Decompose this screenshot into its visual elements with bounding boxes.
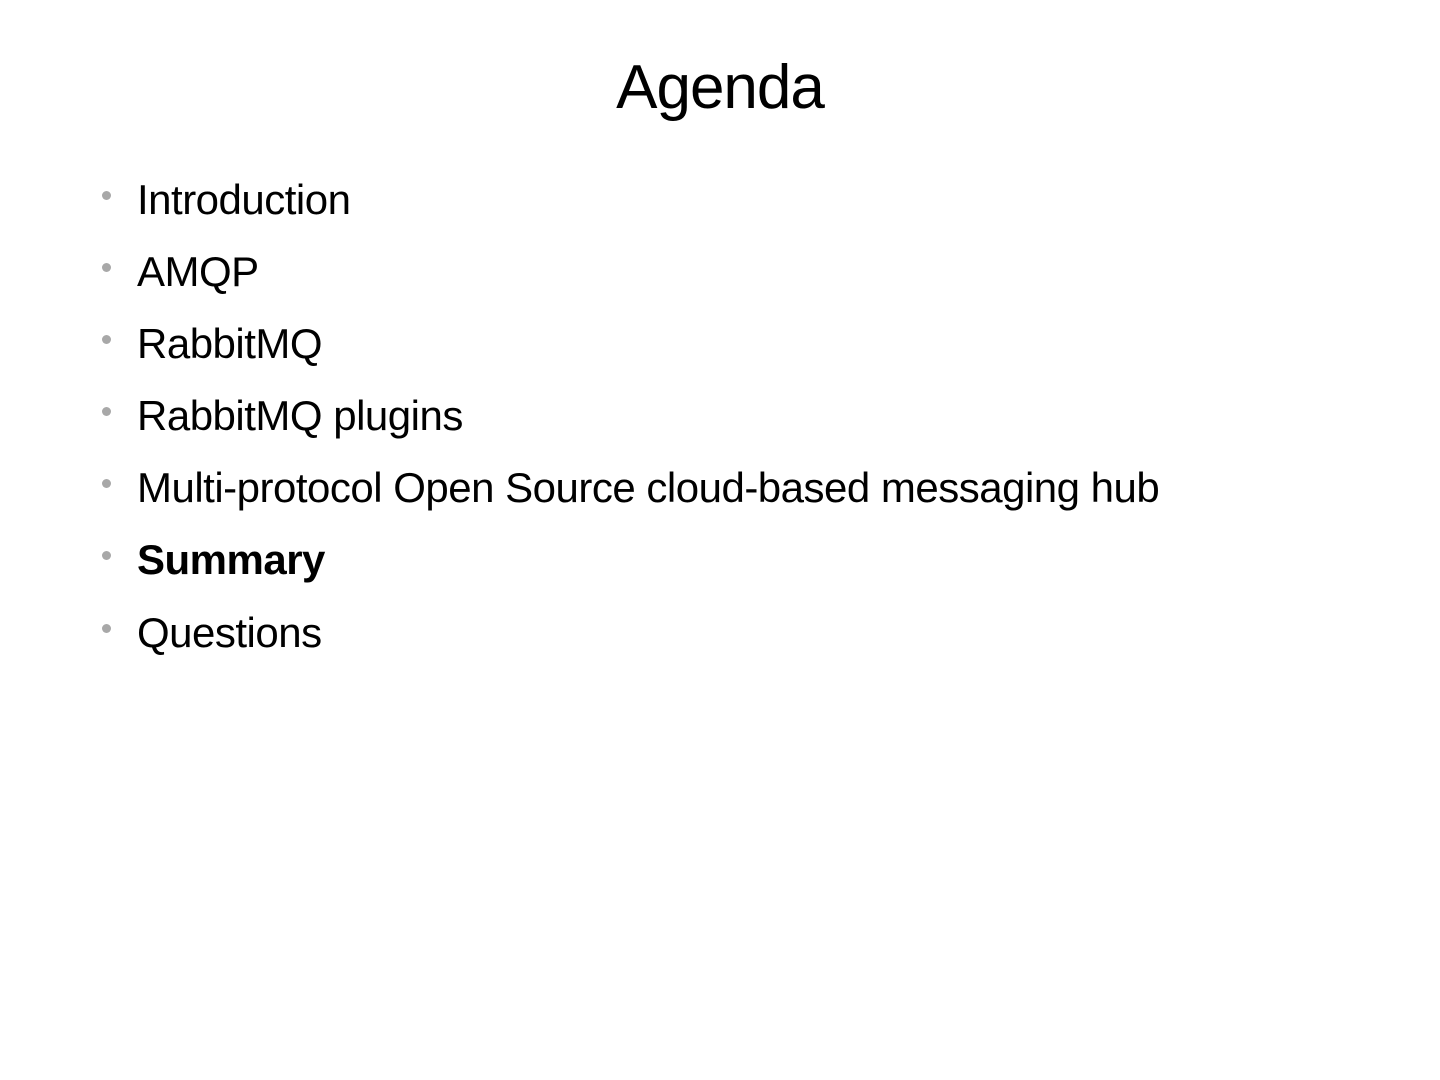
agenda-list: Introduction AMQP RabbitMQ RabbitMQ plug… bbox=[102, 176, 1380, 683]
list-item: Introduction bbox=[102, 176, 1380, 223]
bullet-dot-icon bbox=[102, 335, 111, 345]
list-item: RabbitMQ bbox=[102, 322, 1380, 366]
list-item-text: Summary bbox=[137, 536, 325, 584]
list-item-text: Introduction bbox=[137, 176, 351, 223]
list-item: RabbitMQ plugins bbox=[102, 394, 1380, 438]
list-item-text: RabbitMQ bbox=[137, 320, 323, 368]
list-item: Questions bbox=[102, 608, 1380, 656]
bullet-dot-icon bbox=[102, 263, 111, 273]
list-item-text: Multi-protocol Open Source cloud-based m… bbox=[137, 464, 1160, 512]
bullet-dot-icon bbox=[102, 479, 111, 489]
bullet-dot-icon bbox=[102, 191, 111, 200]
slide-title: Agenda bbox=[616, 53, 825, 122]
list-item-text: Questions bbox=[137, 608, 322, 656]
bullet-dot-icon bbox=[102, 407, 111, 417]
list-item: Summary bbox=[102, 538, 1380, 582]
list-item-text: AMQP bbox=[137, 248, 259, 296]
bullet-dot-icon bbox=[102, 551, 111, 561]
bullet-dot-icon bbox=[102, 623, 111, 633]
list-item: AMQP bbox=[102, 248, 1380, 296]
list-item: Multi-protocol Open Source cloud-based m… bbox=[102, 466, 1380, 510]
list-item-text: RabbitMQ plugins bbox=[137, 392, 463, 440]
